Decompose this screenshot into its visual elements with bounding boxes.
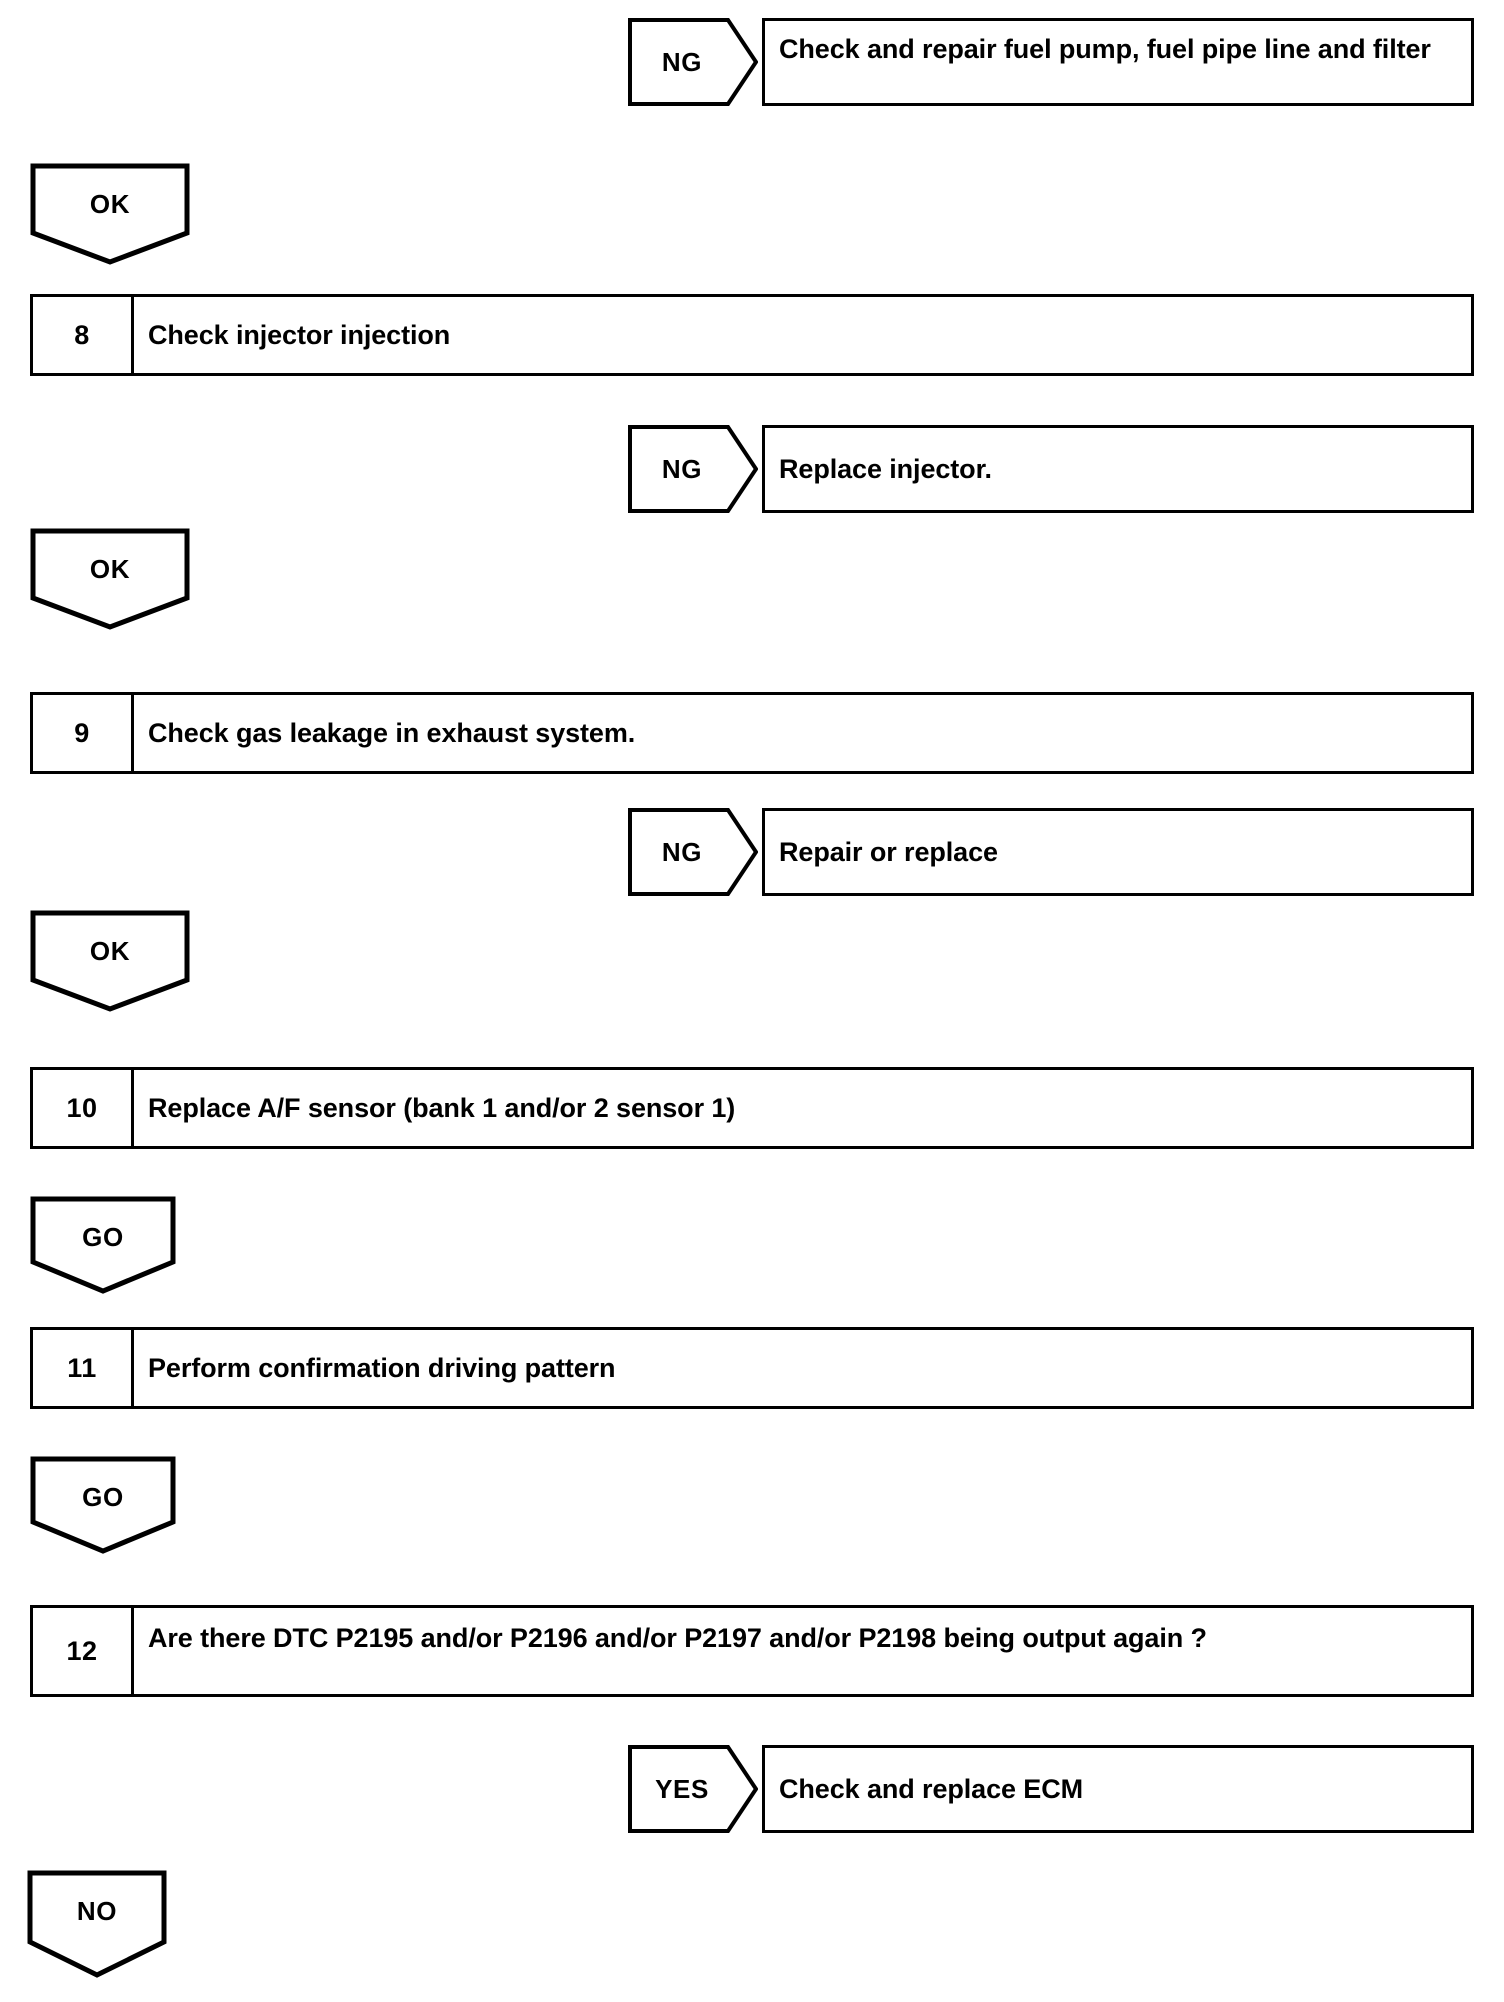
pentagon-go-1: GO [30,1196,176,1294]
callout-tag-ng: NG [628,808,758,896]
pentagon-label: OK [89,189,131,219]
step-text: Check injector injection [148,319,451,350]
callout-yes-replace-ecm: YES Check and replace ECM [628,1745,1474,1833]
step-text: Are there DTC P2195 and/or P2196 and/or … [148,1623,1207,1653]
step-text: Check gas leakage in exhaust system. [148,717,636,748]
step-box-11: 11 Perform confirmation driving pattern [30,1327,1474,1409]
callout-tag-yes: YES [628,1745,758,1833]
callout-body-text: Repair or replace [762,808,1474,896]
callout-tag-label: NG [661,836,703,867]
callout-tag-ng: NG [628,18,758,106]
step-number: 9 [33,695,134,771]
callout-body-text: Check and repair fuel pump, fuel pipe li… [762,18,1474,106]
step-text: Replace A/F sensor (bank 1 and/or 2 sens… [148,1092,736,1123]
callout-tag-label: YES [655,1773,709,1804]
step-box-8: 8 Check injector injection [30,294,1474,376]
step-box-9: 9 Check gas leakage in exhaust system. [30,692,1474,774]
pentagon-ok-1: OK [30,163,190,265]
callout-tag-ng: NG [628,425,758,513]
step-box-12: 12 Are there DTC P2195 and/or P2196 and/… [30,1605,1474,1697]
pentagon-label: OK [89,554,131,584]
pentagon-label: GO [82,1222,124,1252]
callout-tag-label: NG [661,46,703,77]
pentagon-ok-3: OK [30,910,190,1012]
pentagon-go-2: GO [30,1456,176,1554]
step-number: 11 [33,1330,134,1406]
step-box-10: 10 Replace A/F sensor (bank 1 and/or 2 s… [30,1067,1474,1149]
callout-body-text: Replace injector. [762,425,1474,513]
step-number: 8 [33,297,134,373]
pentagon-no: NO [27,1870,167,1978]
callout-body-text: Check and replace ECM [762,1745,1474,1833]
pentagon-ok-2: OK [30,528,190,630]
pentagon-label: GO [82,1482,124,1512]
step-text: Perform confirmation driving pattern [148,1352,616,1383]
callout-ng-replace-injector: NG Replace injector. [628,425,1474,513]
step-number: 12 [33,1608,134,1694]
callout-ng-repair-or-replace: NG Repair or replace [628,808,1474,896]
callout-tag-label: NG [661,453,703,484]
callout-ng-fuel-pump: NG Check and repair fuel pump, fuel pipe… [628,18,1474,106]
pentagon-label: NO [76,1896,118,1926]
step-number: 10 [33,1070,134,1146]
pentagon-label: OK [89,936,131,966]
